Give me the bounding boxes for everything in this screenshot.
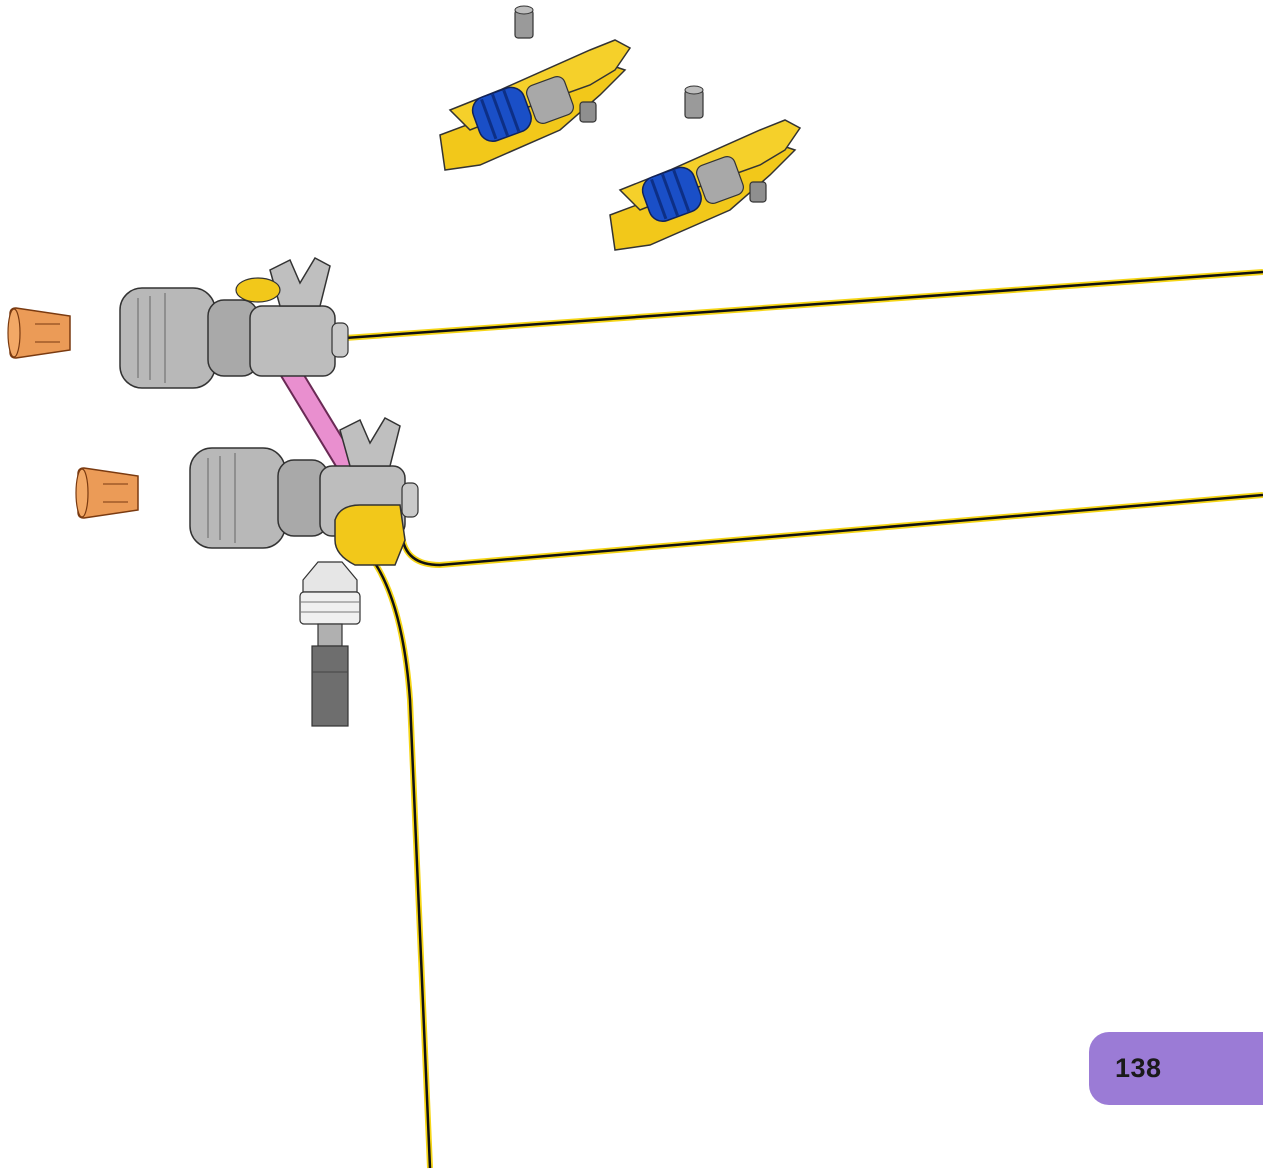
orange-nozzle-lower — [75, 467, 139, 519]
spring-clamp-left — [438, 4, 632, 172]
valve-connector-upper — [119, 257, 349, 389]
page-number-tab: 138 — [1089, 1032, 1263, 1105]
orange-nozzle-upper — [7, 307, 71, 359]
spring-clamp-right — [608, 84, 802, 252]
threaded-fitting — [299, 561, 361, 727]
page-number: 138 — [1115, 1053, 1162, 1083]
